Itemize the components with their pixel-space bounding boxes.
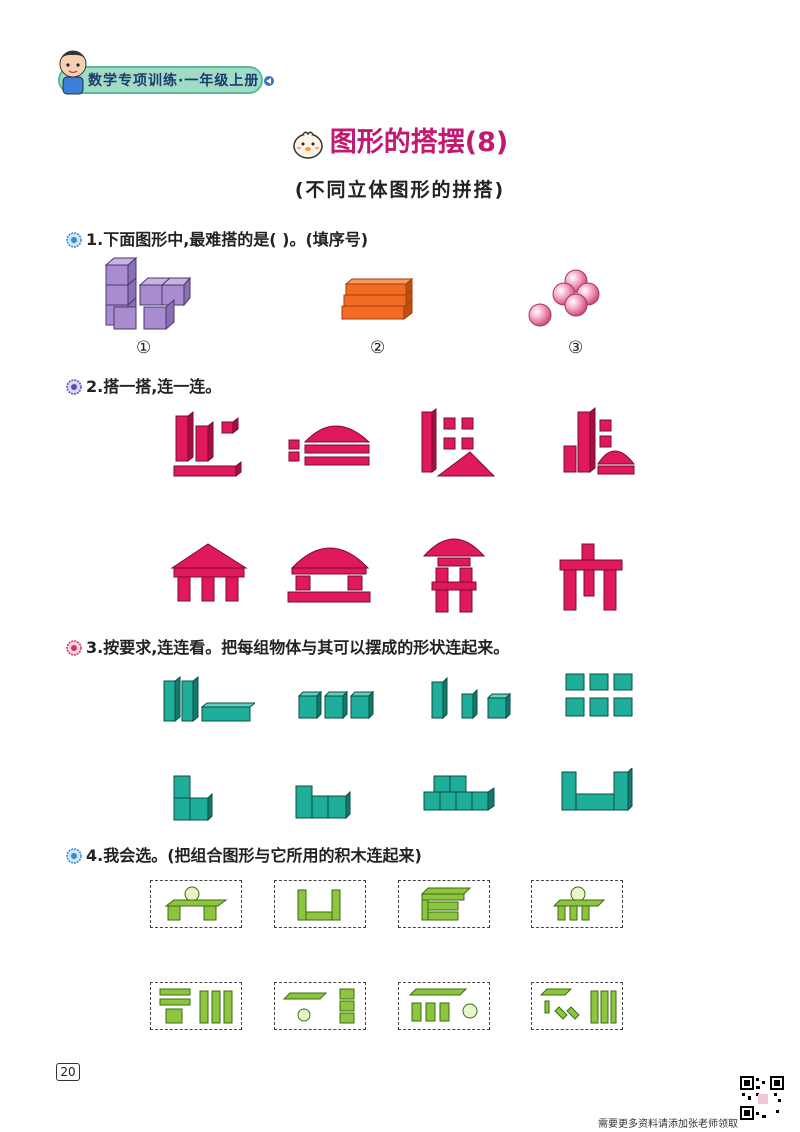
teal-group-3 [431, 676, 512, 720]
green-combo-3 [420, 887, 472, 921]
footer-note: 需要更多资料请添加张老师领取 [598, 1119, 738, 1130]
option-3-label: ③ [568, 338, 584, 358]
question-4: 4.我会选。(把组合图形与它所用的积木连起来) [66, 842, 422, 866]
green-blocks-2 [282, 988, 355, 1024]
green-blocks-3 [408, 988, 478, 1022]
option-1-label: ① [136, 338, 152, 358]
green-blocks-4 [539, 988, 617, 1024]
magenta-parts-2 [288, 425, 371, 466]
magenta-parts-3 [421, 408, 496, 477]
magenta-parts-1 [173, 410, 242, 478]
option-2-label: ② [370, 338, 386, 358]
magenta-parts-4 [563, 406, 636, 475]
boy-avatar-icon [59, 50, 87, 95]
q4-blocks-box-1 [150, 982, 242, 1030]
magenta-dome-arch [287, 547, 371, 603]
magenta-dome-tower [422, 538, 486, 613]
chick-icon [293, 131, 323, 159]
question-2: 2.搭一搭,连一连。 [66, 373, 221, 397]
q4-combo-box-4 [531, 880, 623, 928]
q4-combo-box-2 [274, 880, 366, 928]
q4-combo-box-1 [150, 880, 242, 928]
q4-blocks-box-2 [274, 982, 366, 1030]
banner-text: 数学专项训练·一年级上册 [88, 73, 260, 89]
teal-shape-3 [423, 775, 495, 811]
page-number: 20 [56, 1063, 80, 1081]
teal-shape-2 [295, 785, 351, 820]
green-combo-1 [164, 886, 228, 921]
q4-blocks-box-3 [398, 982, 490, 1030]
tag-arrow-icon [264, 76, 274, 86]
orange-slabs-figure [341, 278, 414, 320]
header-banner [58, 66, 263, 94]
gear-bullet-icon [66, 232, 82, 248]
teal-group-4 [565, 673, 633, 717]
green-combo-2 [297, 889, 341, 921]
question-3: 3.按要求,连连看。把每组物体与其可以摆成的形状连起来。 [66, 634, 509, 658]
magenta-house [170, 543, 248, 602]
gear-bullet-icon [66, 640, 82, 656]
gear-bullet-icon [66, 379, 82, 395]
page-subtitle: (不同立体图形的拼搭) [294, 179, 506, 201]
gear-bullet-icon [66, 848, 82, 864]
magenta-table [559, 543, 623, 611]
q4-blocks-box-4 [531, 982, 623, 1030]
teal-shape-4 [561, 768, 633, 812]
green-blocks-1 [159, 988, 233, 1024]
pink-spheres-figure [528, 269, 600, 327]
qr-code-icon [740, 1076, 784, 1120]
page-title-text: 图形的搭摆(8) [329, 127, 509, 158]
purple-cubes-figure [104, 256, 192, 331]
teal-shape-1 [173, 775, 213, 822]
question-1: 1.下面图形中,最难搭的是( )。(填序号) [66, 226, 368, 250]
page-title: 图形的搭摆(8) [0, 120, 800, 159]
green-combo-4 [552, 886, 606, 921]
teal-group-1 [163, 675, 255, 723]
teal-group-2 [297, 690, 375, 720]
q4-combo-box-3 [398, 880, 490, 928]
